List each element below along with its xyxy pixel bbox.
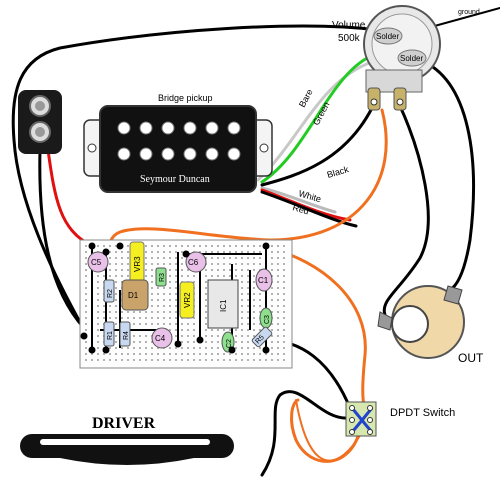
svg-text:VR2: VR2 (183, 292, 192, 308)
wire-black-jack (382, 104, 430, 317)
pickup-screw-right (259, 143, 269, 153)
bridge-pickup: Bridge pickup Seymour Duncan (83, 93, 273, 193)
svg-text:C3: C3 (264, 315, 271, 324)
battery-terminal-top-inner (35, 101, 45, 111)
solder-blob-top (373, 27, 403, 45)
wire-orange-switch (266, 246, 367, 412)
jack-tip-lug (377, 311, 393, 331)
output-jack: OUT (377, 285, 484, 365)
svg-text:R4: R4 (123, 331, 130, 340)
svg-text:C5: C5 (91, 258, 102, 267)
wire-green (260, 52, 378, 184)
c1-capacitor: C1 (255, 268, 273, 292)
svg-text:C1: C1 (258, 276, 269, 285)
svg-text:R1: R1 (107, 331, 114, 340)
battery-clip (18, 90, 62, 154)
svg-text:R2: R2 (107, 289, 114, 298)
wire-bare-label: Bare (297, 87, 315, 108)
out-label: OUT (458, 351, 484, 365)
dpdt-label: DPDT Switch (390, 407, 455, 419)
solder-label-side: Solder (400, 54, 423, 63)
wire-black-driver (260, 390, 350, 477)
solder-label-top: Solder (376, 32, 399, 41)
r5-resistor: R5 (251, 326, 273, 348)
driver-foot (60, 458, 194, 465)
wire-black-end (260, 190, 358, 228)
driver-highlight (40, 439, 210, 445)
wire-black-label: Black (326, 164, 350, 180)
c3-capacitor: C3 (259, 307, 273, 329)
pickup-brand-label: Seymour Duncan (140, 174, 210, 185)
solder-blob-side (397, 49, 427, 67)
pot-lug-hole-right (396, 98, 404, 106)
c6-capacitor: C6 (185, 251, 207, 273)
wires (11, 7, 500, 477)
svg-text:R5: R5 (254, 334, 265, 345)
c5-capacitor: C5 (87, 251, 109, 273)
wire-orange-loop (295, 399, 363, 462)
ground-label: ground (458, 9, 480, 16)
svg-text:IC1: IC1 (219, 299, 228, 312)
svg-text:R3: R3 (159, 273, 166, 282)
battery-terminal-bottom-inner (35, 127, 45, 137)
d1-diode: D1 (121, 279, 149, 311)
bridge-pickup-label: Bridge pickup (158, 93, 213, 103)
driver-label: DRIVER (92, 415, 156, 432)
r2-resistor: R2 (103, 279, 115, 303)
dpdt-switch: DPDT Switch (345, 401, 455, 437)
wire-black-pickup (260, 106, 374, 187)
volume-value-label: 500k (338, 33, 361, 44)
svg-text:C4: C4 (155, 334, 166, 343)
wire-battery-black (38, 148, 86, 330)
jack-hole (391, 305, 429, 343)
wire-white (260, 186, 337, 214)
wire-green-label: Green (311, 100, 332, 127)
svg-text:D1: D1 (128, 291, 139, 300)
vr3-trimmer: VR3 (129, 241, 145, 283)
wire-pot-ground (418, 58, 475, 292)
ic1-chip: IC1 (207, 279, 239, 329)
wire-red-label: Red (291, 202, 310, 216)
wire-black-top (11, 24, 380, 342)
pot-lug-hole-left (370, 98, 378, 106)
wire-orange-pot (107, 108, 388, 254)
driver: DRIVER (20, 415, 234, 465)
stripboard: C5 VR3 C6 C1 R2 D1 R3 VR2 (79, 239, 293, 369)
svg-text:C6: C6 (188, 258, 199, 267)
jack-sleeve-lug (443, 285, 463, 305)
vr2-trimmer: VR2 (179, 281, 195, 319)
r4-resistor: R4 (119, 321, 131, 347)
svg-text:C2: C2 (226, 339, 233, 348)
r3-resistor: R3 (155, 267, 167, 287)
switch-lugs (349, 405, 373, 435)
volume-label: Volume (332, 20, 366, 31)
pole-pieces (117, 121, 241, 161)
pickup-screw-left (87, 143, 97, 153)
pot-inner (371, 13, 433, 75)
driver-body (20, 434, 234, 458)
board-solder-points (80, 242, 270, 354)
c4-capacitor: C4 (151, 327, 173, 349)
r1-resistor: R1 (103, 321, 115, 347)
svg-text:VR3: VR3 (133, 256, 142, 272)
volume-pot: Solder Solder Volume 500k ground (332, 5, 480, 111)
